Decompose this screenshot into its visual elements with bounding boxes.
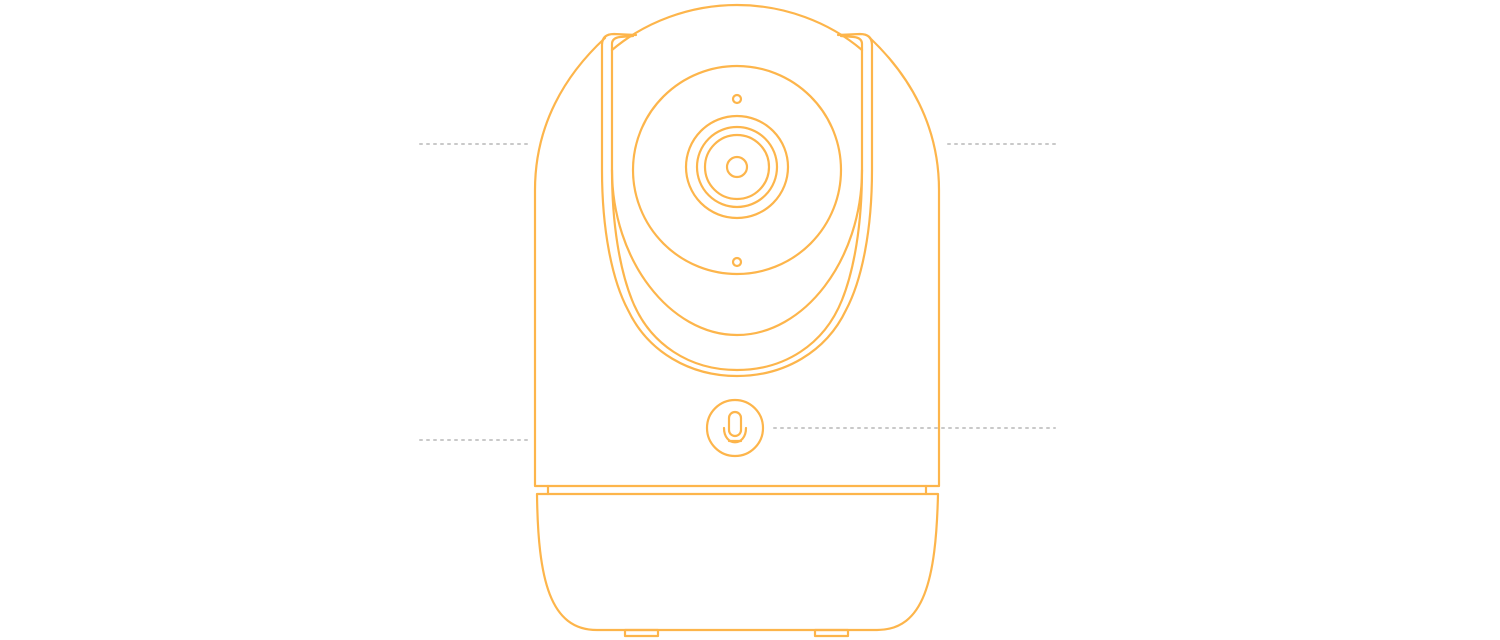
camera-outline	[533, 3, 941, 638]
sensor-dot-icon	[731, 256, 743, 268]
head-lower-edge	[610, 168, 864, 337]
camera-base	[535, 492, 940, 632]
camera-body	[533, 36, 941, 488]
neck-strip	[546, 484, 928, 496]
camera-head	[610, 3, 864, 52]
leader-lines	[419, 143, 1056, 441]
yoke-outer	[600, 32, 874, 378]
microphone-icon	[705, 398, 765, 458]
face-plate	[631, 64, 843, 276]
foot-left	[623, 628, 660, 638]
camera-lens-icon	[684, 114, 790, 220]
yoke-inner	[610, 34, 864, 372]
foot-right	[813, 628, 850, 638]
indicator-light-icon	[731, 93, 743, 105]
